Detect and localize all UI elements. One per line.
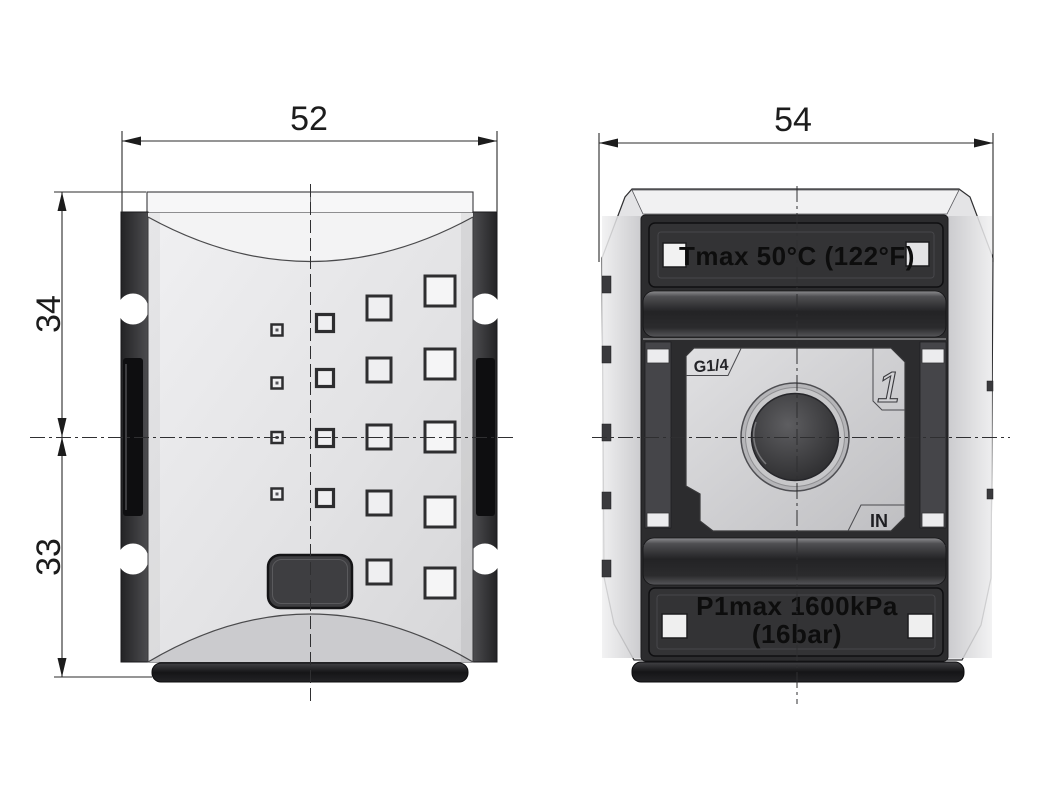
vent-square-dot xyxy=(275,381,279,385)
vent-square-dot xyxy=(275,328,279,332)
front-left-rail-slot xyxy=(123,358,143,516)
mounting-notch-top-left xyxy=(117,293,149,325)
arrowhead xyxy=(478,136,497,146)
vent-square xyxy=(423,495,457,529)
vent-square xyxy=(365,294,393,322)
port-number-tag-outline xyxy=(872,348,905,411)
roller-band-top xyxy=(642,290,947,338)
dim-text-height-lower: 33 xyxy=(30,538,68,576)
label-screw-right xyxy=(905,241,930,267)
mounting-notch-top-right xyxy=(469,293,501,325)
edge-rib xyxy=(601,491,612,510)
mounting-notch-bottom-right xyxy=(469,543,501,575)
vent-square-dot xyxy=(275,492,279,496)
edge-rib xyxy=(601,423,612,442)
pressure-label-panel-inner-edge xyxy=(656,594,936,650)
separator-line xyxy=(643,338,946,340)
clamp-key xyxy=(646,348,670,364)
label-screw-right xyxy=(907,613,934,639)
clamp-bar-left xyxy=(644,341,672,529)
mounting-notch-bottom-left xyxy=(117,543,149,575)
face-bottom-arc xyxy=(147,613,474,663)
port-direction-text: IN xyxy=(870,511,888,531)
in-tag-outline xyxy=(847,504,905,532)
vent-square xyxy=(365,489,393,517)
temp-label-panel-inner-edge xyxy=(657,231,935,279)
vent-square xyxy=(365,356,393,384)
vent-square xyxy=(314,367,336,389)
label-screw-left xyxy=(662,242,687,268)
clamp-key xyxy=(646,512,670,528)
front-view-dimensions: 52 34 33 xyxy=(30,100,498,678)
pressure-label-panel xyxy=(648,587,944,657)
arrowhead xyxy=(974,138,993,148)
front-view xyxy=(30,184,514,704)
edge-rib xyxy=(601,345,612,364)
arrowhead xyxy=(57,192,67,211)
clamp-key xyxy=(921,348,945,364)
edge-rib xyxy=(601,275,612,294)
clamp-bar-right xyxy=(919,341,947,529)
vent-square xyxy=(423,347,457,381)
dim-text-height-upper: 34 xyxy=(30,295,68,333)
arrowhead xyxy=(57,437,67,456)
side-top-face xyxy=(631,189,960,215)
face-upper-light-area xyxy=(148,213,473,262)
side-base-gasket xyxy=(631,661,965,683)
vent-square xyxy=(423,566,457,600)
edge-rib xyxy=(601,559,612,578)
thread-tag-outline xyxy=(686,348,742,376)
side-edge-ribs xyxy=(601,275,994,578)
side-view-dimensions: 54 xyxy=(598,101,994,262)
arrowhead xyxy=(57,418,67,437)
vent-square xyxy=(314,487,336,509)
label-screw-left xyxy=(661,613,688,639)
port-number-text: 1 xyxy=(877,363,901,412)
side-view: Tmax 50°C (122°F) G1/4 1 IN xyxy=(592,186,1010,704)
vent-square xyxy=(423,274,457,308)
edge-rib xyxy=(986,488,994,500)
roller-band-bottom xyxy=(642,537,947,586)
arrowhead xyxy=(57,658,67,677)
vent-square xyxy=(314,312,336,334)
dim-text-side-width: 54 xyxy=(774,101,812,139)
port-hole-highlight xyxy=(753,421,767,465)
temp-label-panel xyxy=(648,222,944,288)
thread-label-text: G1/4 xyxy=(693,357,729,376)
dim-text-front-width: 52 xyxy=(290,100,328,138)
clamp-key xyxy=(921,512,945,528)
arrowhead xyxy=(122,136,141,146)
arrowhead xyxy=(599,138,618,148)
vent-square xyxy=(365,558,393,586)
edge-rib xyxy=(986,380,994,392)
